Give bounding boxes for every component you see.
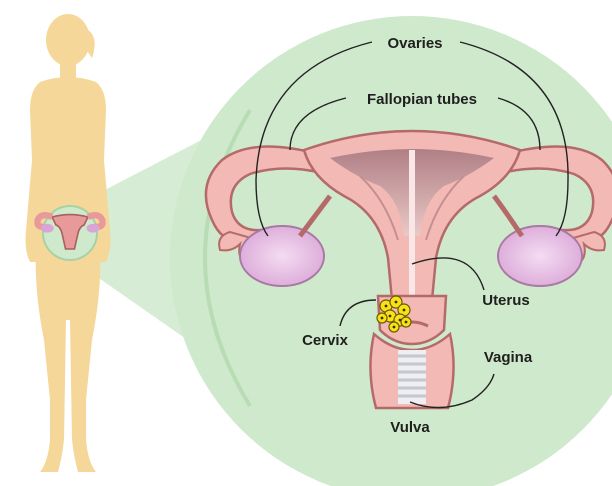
- left-ovary: [240, 226, 324, 286]
- label-uterus: Uterus: [482, 292, 530, 309]
- label-cervix: Cervix: [302, 332, 349, 349]
- right-ovary: [498, 226, 582, 286]
- label-vagina: Vagina: [484, 349, 533, 366]
- label-fallopian-tubes: Fallopian tubes: [367, 91, 477, 108]
- vaginal-rugae: [398, 350, 426, 404]
- label-vulva: Vulva: [390, 419, 430, 436]
- label-ovaries: Ovaries: [387, 35, 442, 52]
